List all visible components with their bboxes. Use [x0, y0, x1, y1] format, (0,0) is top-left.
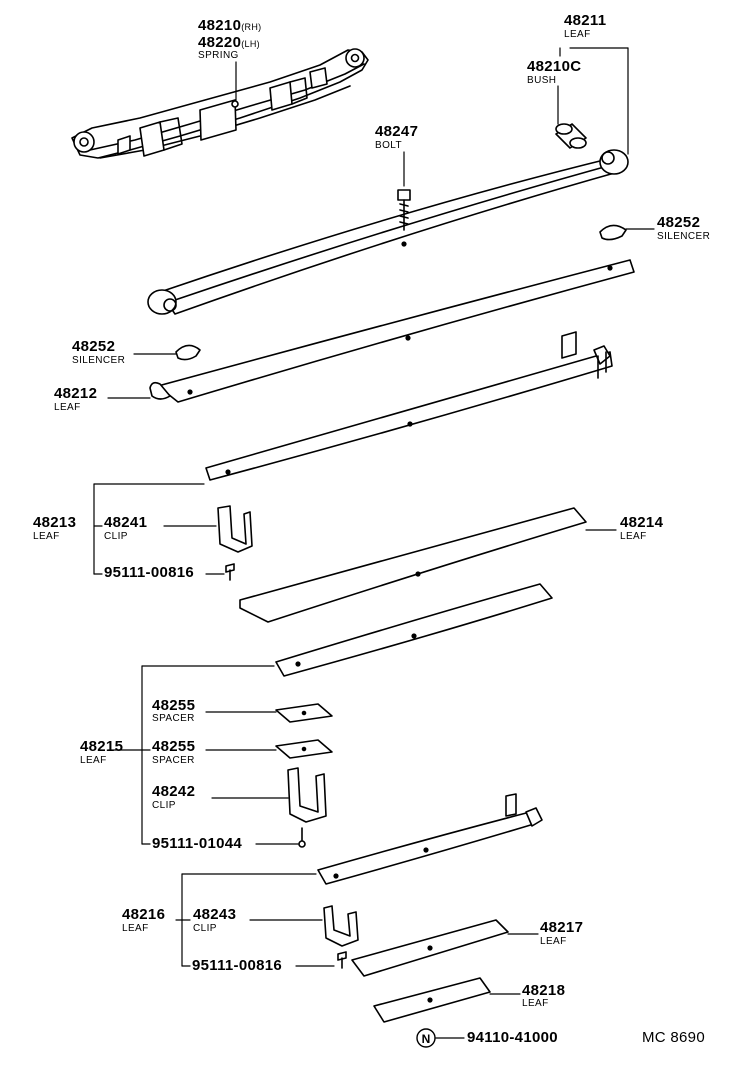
bolt-drawing [397, 189, 411, 231]
leaf-48211-drawing [147, 149, 629, 315]
leaf-48217-drawing [351, 919, 509, 977]
silencer-right-name: SILENCER [657, 231, 711, 242]
leaf-48216-number: 48216 [122, 906, 166, 923]
rivet-c-drawing [337, 951, 347, 969]
clip-48241-number: 48241 [104, 514, 148, 531]
spacer-1-drawing [275, 703, 333, 723]
bush-drawing [555, 123, 587, 149]
leaf-48211-name: LEAF [564, 29, 591, 40]
leaf-48213-name: LEAF [33, 531, 60, 542]
bolt-name: BOLT [375, 140, 402, 151]
leaf-48214-number: 48214 [620, 514, 664, 531]
spring-rh-number: 48210(RH) [198, 17, 262, 34]
clip-48242-number: 48242 [152, 783, 196, 800]
silencer-left-name: SILENCER [72, 355, 126, 366]
leaf-48214-name: LEAF [620, 531, 647, 542]
leaf-48218-number: 48218 [522, 982, 566, 999]
leaf-48212-name: LEAF [54, 402, 81, 413]
rivet-b-drawing [298, 827, 306, 848]
leaf-48215-name: LEAF [80, 755, 107, 766]
spacer-1-number: 48255 [152, 697, 196, 714]
leaf-48213-number: 48213 [33, 514, 77, 531]
bush-name: BUSH [527, 75, 557, 86]
spacer-2-name: SPACER [152, 755, 195, 766]
leaf-48218-drawing [373, 977, 491, 1023]
leaf-48215-drawing [275, 583, 553, 677]
nut-number: 94110-41000 [467, 1029, 558, 1046]
rivet-b-number: 95111-01044 [152, 835, 243, 852]
silencer-left-number: 48252 [72, 338, 116, 355]
clip-48242-drawing [287, 767, 327, 823]
leader-lines [93, 47, 655, 1048]
nut-symbol: N [422, 1032, 431, 1046]
leaf-48216-drawing [317, 793, 543, 885]
clip-48241-drawing [217, 505, 253, 553]
clip-48243-name: CLIP [193, 923, 217, 934]
bush-number: 48210C [527, 58, 582, 75]
rivet-c-number: 95111-00816 [192, 957, 283, 974]
clip-48243-number: 48243 [193, 906, 237, 923]
leaf-48216-name: LEAF [122, 923, 149, 934]
silencer-left-drawing [175, 344, 201, 361]
leaf-48211-number: 48211 [564, 12, 607, 29]
leaf-48212-number: 48212 [54, 385, 98, 402]
leaf-48212-drawing [149, 259, 635, 403]
leaf-48215-number: 48215 [80, 738, 124, 755]
diagram-code: MC 8690 [642, 1029, 705, 1046]
clip-48242-name: CLIP [152, 800, 176, 811]
spacer-1-name: SPACER [152, 713, 195, 724]
rivet-a-drawing [225, 563, 235, 581]
silencer-right-number: 48252 [657, 214, 701, 231]
leaf-48218-name: LEAF [522, 998, 549, 1009]
spring-name: SPRING [198, 50, 239, 61]
rivet-a-number: 95111-00816 [104, 564, 195, 581]
bolt-number: 48247 [375, 123, 419, 140]
leaf-48217-name: LEAF [540, 936, 567, 947]
spring-lh-number: 48220(LH) [198, 34, 260, 51]
spacer-2-drawing [275, 739, 333, 759]
leaf-48217-number: 48217 [540, 919, 584, 936]
spring-assembly-drawing [71, 48, 369, 159]
silencer-right-drawing [599, 224, 627, 241]
clip-48241-name: CLIP [104, 531, 128, 542]
leaf-48213-drawing [205, 331, 613, 481]
leaf-48214-drawing [239, 507, 587, 623]
clip-48243-drawing [323, 905, 359, 947]
spacer-2-number: 48255 [152, 738, 196, 755]
